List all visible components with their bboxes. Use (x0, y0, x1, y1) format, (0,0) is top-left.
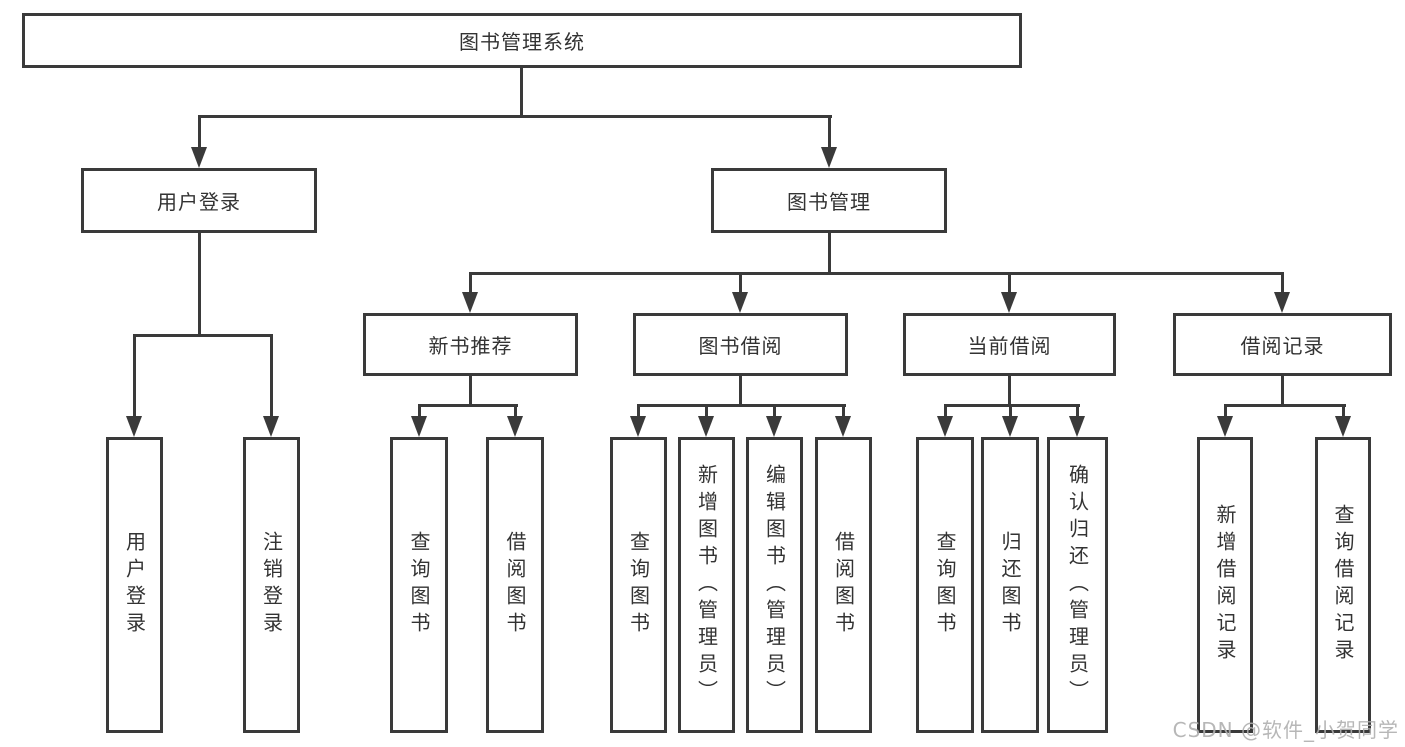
connector-line (514, 407, 517, 418)
node-label: 新增图书（管理员） (694, 463, 719, 707)
connector-line (739, 275, 742, 294)
connector-line (1008, 376, 1011, 407)
arrowhead-icon (191, 147, 207, 168)
connector-line (944, 404, 1080, 407)
leaf-confirm-return-admin: 确认归还（管理员） (1047, 437, 1108, 733)
connector-line (1009, 407, 1012, 418)
connector-line (944, 407, 947, 418)
connector-line (705, 407, 708, 418)
leaf-borrow-books-borrowing: 借阅图书 (815, 437, 872, 733)
leaf-logout: 注销登录 (243, 437, 300, 733)
node-label: 用户登录 (157, 190, 241, 214)
arrowhead-icon (835, 416, 851, 437)
connector-line (773, 407, 776, 418)
node-label: 注销登录 (259, 531, 284, 639)
node-label: 图书借阅 (698, 334, 783, 358)
node-label: 图书管理系统 (459, 30, 585, 54)
connector-line (1008, 275, 1011, 294)
node-label: 编辑图书（管理员） (762, 463, 787, 707)
node-label: 新书推荐 (428, 334, 513, 358)
node-new-book-recommendation: 新书推荐 (363, 313, 578, 376)
node-label: 图书管理 (787, 190, 871, 214)
connector-line (198, 118, 201, 149)
arrowhead-icon (1217, 416, 1233, 437)
arrowhead-icon (411, 416, 427, 437)
connector-line (418, 404, 518, 407)
connector-line (469, 275, 472, 294)
node-user-login: 用户登录 (81, 168, 317, 233)
leaf-return-books: 归还图书 (981, 437, 1039, 733)
arrowhead-icon (1001, 292, 1017, 313)
node-book-management: 图书管理 (711, 168, 947, 233)
connector-line (469, 272, 1284, 275)
arrowhead-icon (1069, 416, 1085, 437)
connector-line (1281, 376, 1284, 407)
connector-line (828, 118, 831, 149)
arrowhead-icon (630, 416, 646, 437)
arrowhead-icon (698, 416, 714, 437)
leaf-query-books-borrowing: 查询图书 (610, 437, 667, 733)
node-label: 查询图书 (407, 531, 431, 639)
connector-line (469, 376, 472, 407)
leaf-query-books-recommend: 查询图书 (390, 437, 448, 733)
node-label: 当前借阅 (967, 334, 1052, 358)
arrowhead-icon (507, 416, 523, 437)
connector-line (1076, 407, 1079, 418)
leaf-add-borrow-record: 新增借阅记录 (1197, 437, 1253, 733)
connector-line (637, 404, 846, 407)
connector-line (198, 233, 201, 337)
node-label: 确认归还（管理员） (1065, 463, 1090, 707)
connector-line (739, 376, 742, 407)
node-label: 借阅记录 (1240, 334, 1325, 358)
connector-line (198, 115, 832, 118)
leaf-edit-books-admin: 编辑图书（管理员） (746, 437, 803, 733)
leaf-add-books-admin: 新增图书（管理员） (678, 437, 735, 733)
leaf-borrow-books-recommend: 借阅图书 (486, 437, 544, 733)
arrowhead-icon (1335, 416, 1351, 437)
connector-line (418, 407, 421, 418)
connector-line (270, 337, 273, 418)
node-label: 借阅图书 (503, 531, 527, 639)
node-label: 新增借阅记录 (1213, 504, 1237, 666)
node-label: 查询借阅记录 (1331, 504, 1355, 666)
connector-line (828, 233, 831, 275)
arrowhead-icon (263, 416, 279, 437)
connector-line (1342, 407, 1345, 418)
arrowhead-icon (1002, 416, 1018, 437)
arrowhead-icon (937, 416, 953, 437)
node-label: 归还图书 (998, 531, 1022, 639)
node-label: 查询图书 (626, 531, 651, 639)
leaf-user-login: 用户登录 (106, 437, 163, 733)
connector-line (842, 407, 845, 418)
csdn-watermark: CSDN @软件_小贺同学 (1172, 718, 1399, 742)
connector-line (520, 68, 523, 118)
arrowhead-icon (766, 416, 782, 437)
node-label: 借阅图书 (831, 531, 856, 639)
node-book-borrowing: 图书借阅 (633, 313, 848, 376)
node-current-borrowing: 当前借阅 (903, 313, 1116, 376)
node-label: 用户登录 (122, 531, 147, 639)
arrowhead-icon (1274, 292, 1290, 313)
connector-line (1224, 407, 1227, 418)
arrowhead-icon (126, 416, 142, 437)
connector-line (637, 407, 640, 418)
arrowhead-icon (821, 147, 837, 168)
leaf-query-borrow-record: 查询借阅记录 (1315, 437, 1371, 733)
leaf-query-books-current: 查询图书 (916, 437, 974, 733)
connector-line (1224, 404, 1346, 407)
connector-line (133, 334, 273, 337)
node-label: 查询图书 (933, 531, 957, 639)
node-borrowing-records: 借阅记录 (1173, 313, 1392, 376)
arrowhead-icon (732, 292, 748, 313)
arrowhead-icon (462, 292, 478, 313)
connector-line (1281, 275, 1284, 294)
connector-line (133, 337, 136, 418)
node-library-management-system: 图书管理系统 (22, 13, 1022, 68)
